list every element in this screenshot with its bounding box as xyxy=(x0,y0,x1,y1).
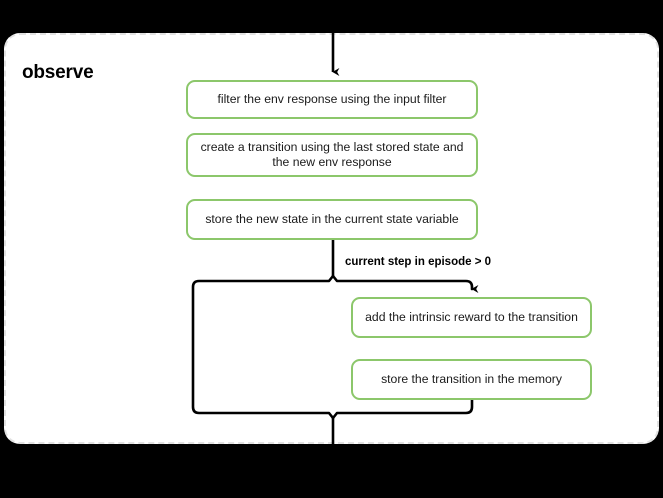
node-add-intrinsic-reward[interactable]: add the intrinsic reward to the transiti… xyxy=(351,297,592,338)
node-filter-env-response[interactable]: filter the env response using the input … xyxy=(186,80,478,119)
node-store-transition-memory[interactable]: store the transition in the memory xyxy=(351,359,592,400)
edge-condition-label: current step in episode > 0 xyxy=(345,256,492,268)
group-title: observe xyxy=(22,62,94,83)
node-create-transition[interactable]: create a transition using the last store… xyxy=(186,133,478,177)
node-store-new-state[interactable]: store the new state in the current state… xyxy=(186,199,478,240)
